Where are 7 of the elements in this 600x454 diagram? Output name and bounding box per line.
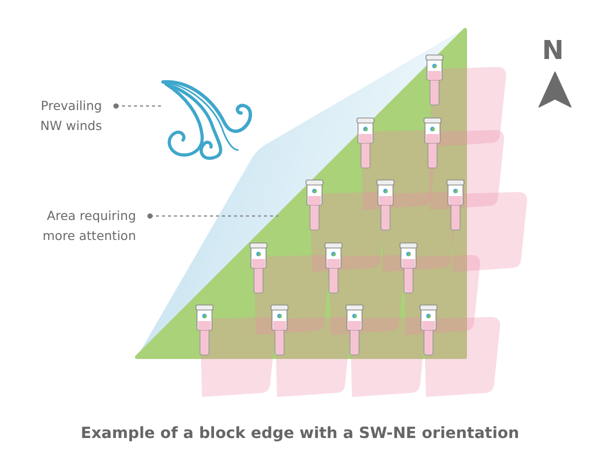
callout-text: Prevailing NW winds: [22, 96, 102, 136]
callout-text: Area requiring more attention: [16, 206, 136, 246]
leader-line: [113, 103, 162, 109]
leader-line: [147, 213, 278, 219]
compass-label: N: [542, 38, 564, 64]
caption: Example of a block edge with a SW-NE orientation: [80, 424, 520, 442]
wind-icon: [161, 80, 252, 160]
